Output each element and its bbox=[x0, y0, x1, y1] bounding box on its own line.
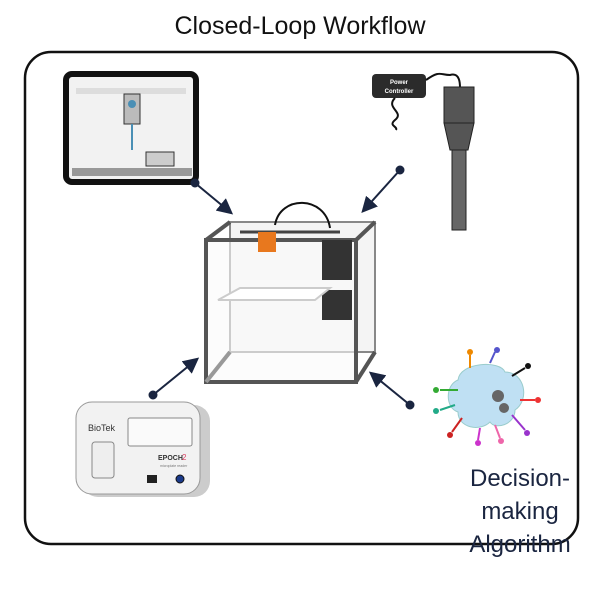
epoch-suffix: 2 bbox=[182, 453, 187, 462]
liquid-handler-icon bbox=[63, 71, 199, 185]
reader-subtitle: microplate reader bbox=[160, 464, 188, 468]
biotek-logo: BioTek bbox=[88, 423, 116, 433]
epoch-label: EPOCH bbox=[158, 455, 183, 462]
printer-frame-icon bbox=[204, 201, 377, 384]
algorithm-line2: Algorithm bbox=[469, 531, 571, 558]
workflow-border bbox=[23, 50, 580, 546]
algorithm-line1: Decision-making bbox=[469, 465, 571, 525]
arrow-liquid-handler bbox=[194, 182, 234, 215]
power-controller-icon: Power Controller bbox=[372, 72, 475, 231]
diagram-title: Closed-Loop Workflow bbox=[174, 12, 426, 40]
arrow-power-controller bbox=[361, 169, 401, 213]
arrow-plate-reader bbox=[152, 357, 200, 396]
connection-arrows bbox=[148, 165, 415, 410]
power-label: Power bbox=[390, 80, 409, 86]
arrow-algorithm bbox=[368, 371, 411, 406]
algorithm-label: Decision-making Algorithm bbox=[440, 462, 600, 561]
controller-label: Controller bbox=[385, 89, 414, 95]
brain-gears-icon bbox=[433, 347, 541, 446]
plate-reader-icon: BioTek EPOCH 2 microplate reader bbox=[75, 401, 210, 497]
